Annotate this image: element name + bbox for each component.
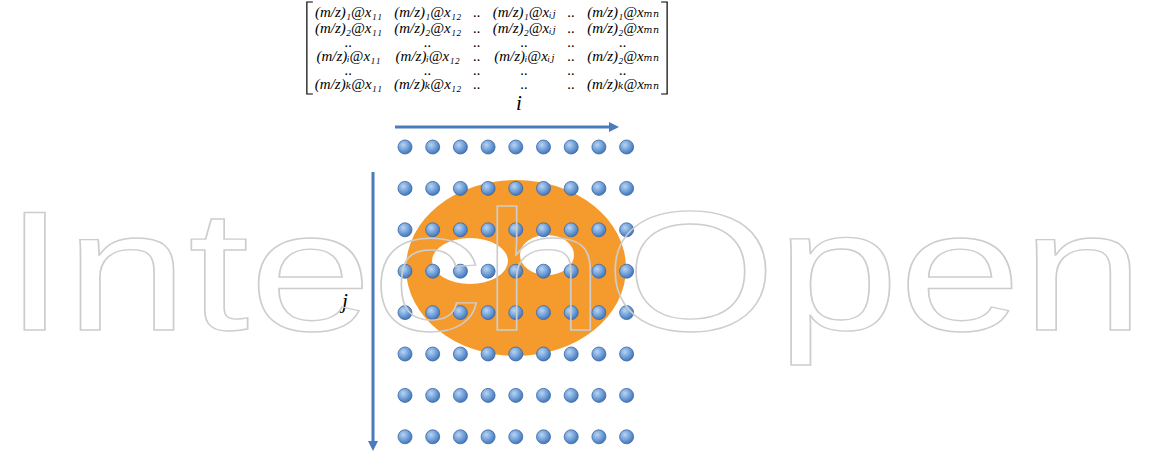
pixel-dot <box>398 140 412 154</box>
pixel-dot <box>398 388 412 402</box>
pixel-dot <box>564 140 578 154</box>
pixel-dot <box>564 388 578 402</box>
pixel-dot <box>481 430 495 444</box>
matrix-cell: .. <box>568 3 576 21</box>
matrix-cell: (m/z)₁@xₘₙ <box>587 3 659 21</box>
matrix-cell: (m/z)₁@xᵢⱼ <box>493 3 556 21</box>
pixel-dot <box>481 388 495 402</box>
pixel-dot <box>564 430 578 444</box>
pixel-dot <box>509 388 523 402</box>
pixel-dot <box>620 430 634 444</box>
matrix-bracket <box>661 2 667 94</box>
watermark: IntechOpen <box>4 186 1144 356</box>
pixel-dot <box>592 140 606 154</box>
matrix-cell: .. <box>473 3 481 21</box>
pixel-dot <box>537 388 551 402</box>
matrix-cell: (m/z)ₖ@xₘₙ <box>587 75 659 93</box>
pixel-dot <box>426 430 440 444</box>
matrix-cell: .. <box>473 75 481 93</box>
matrix-cell: (m/z)₁@x₁₁ <box>315 3 382 21</box>
pixel-dot <box>509 430 523 444</box>
pixel-dot <box>537 430 551 444</box>
pixel-dot <box>453 388 467 402</box>
pixel-dot <box>398 430 412 444</box>
matrix-cell: .. <box>568 75 576 93</box>
axis-label: i <box>516 91 522 116</box>
pixel-dot <box>592 430 606 444</box>
matrix-cell: (m/z)ₖ@x₁₂ <box>394 75 461 93</box>
matrix-cell: .. <box>520 75 528 93</box>
pixel-dot <box>426 388 440 402</box>
matrix-cell: (m/z)ₖ@x₁₁ <box>315 75 382 93</box>
pixel-dot <box>453 140 467 154</box>
pixel-dot <box>620 388 634 402</box>
axis-arrow <box>395 126 614 129</box>
matrix-bracket <box>307 2 313 94</box>
pixel-dot <box>537 140 551 154</box>
pixel-dot <box>453 430 467 444</box>
pixel-dot <box>509 140 523 154</box>
pixel-dot <box>592 388 606 402</box>
pixel-dot <box>620 140 634 154</box>
pixel-dot <box>426 140 440 154</box>
matrix-cell: (m/z)₁@x₁₂ <box>394 3 461 21</box>
pixel-dot <box>481 140 495 154</box>
